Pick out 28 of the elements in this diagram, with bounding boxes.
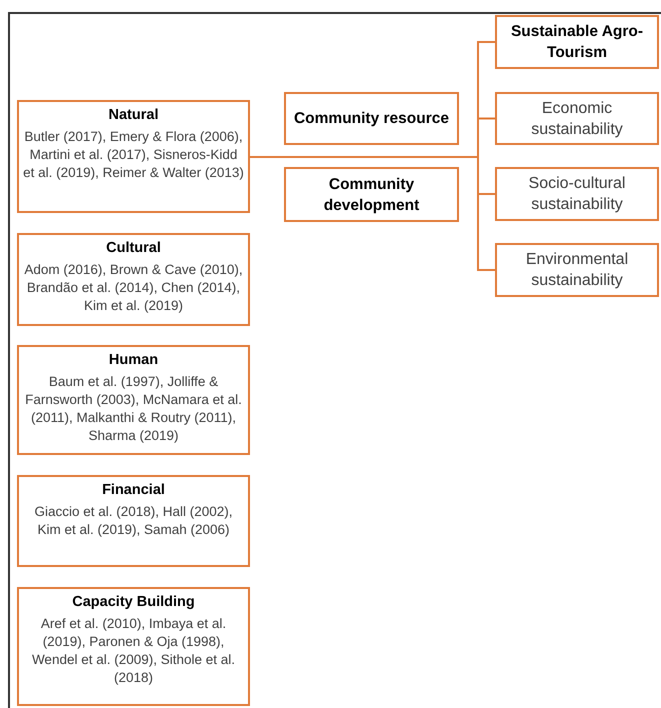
reference-list: Baum et al. (1997), Jolliffe & Farnsworth (2003), McNamara et al. (2011), Malkanthi & Routry (2011), Sharma (2019) xyxy=(23,373,244,445)
text-box xyxy=(17,345,250,455)
reference-list: Butler (2017), Emery & Flora (2006), Martini et al. (2017), Sisneros-Kidd et al. (2019), Reimer & Walter (2013) xyxy=(23,128,244,182)
text-box xyxy=(495,15,659,69)
box-label: Economic sustainability xyxy=(530,98,624,140)
reference-list: Adom (2016), Brown & Cave (2010), Brandão et al. (2014), Chen (2014), Kim et al. (2019) xyxy=(23,261,244,315)
text-box xyxy=(495,92,659,145)
box-label: Community development xyxy=(322,174,420,216)
box-label: Socio-cultural sustainability xyxy=(528,174,626,215)
box-heading: Human xyxy=(108,351,158,370)
reference-list: Aref et al. (2010), Imbaya et al. (2019), Paronen & Oja (1998), Wendel et al. (2009), Sithole et al. (2018) xyxy=(23,615,244,687)
box-heading: Natural xyxy=(108,106,158,125)
box-label: Community resource xyxy=(294,109,450,129)
text-box xyxy=(495,243,659,297)
connector-line xyxy=(250,156,495,271)
box-label: Environmental sustainability xyxy=(524,250,630,291)
text-box xyxy=(284,167,459,222)
box-label: Sustainable Agro-Tourism xyxy=(510,22,644,63)
reference-list: Giaccio et al. (2018), Hall (2002), Kim et al. (2019), Samah (2006) xyxy=(23,503,244,539)
text-box xyxy=(17,233,250,326)
text-box xyxy=(284,92,459,145)
text-box xyxy=(495,167,659,221)
text-box xyxy=(17,475,250,567)
text-box xyxy=(17,587,250,706)
text-box xyxy=(17,100,250,213)
box-heading: Capacity Building xyxy=(72,593,195,612)
box-heading: Cultural xyxy=(106,239,161,258)
box-heading: Financial xyxy=(102,481,165,500)
